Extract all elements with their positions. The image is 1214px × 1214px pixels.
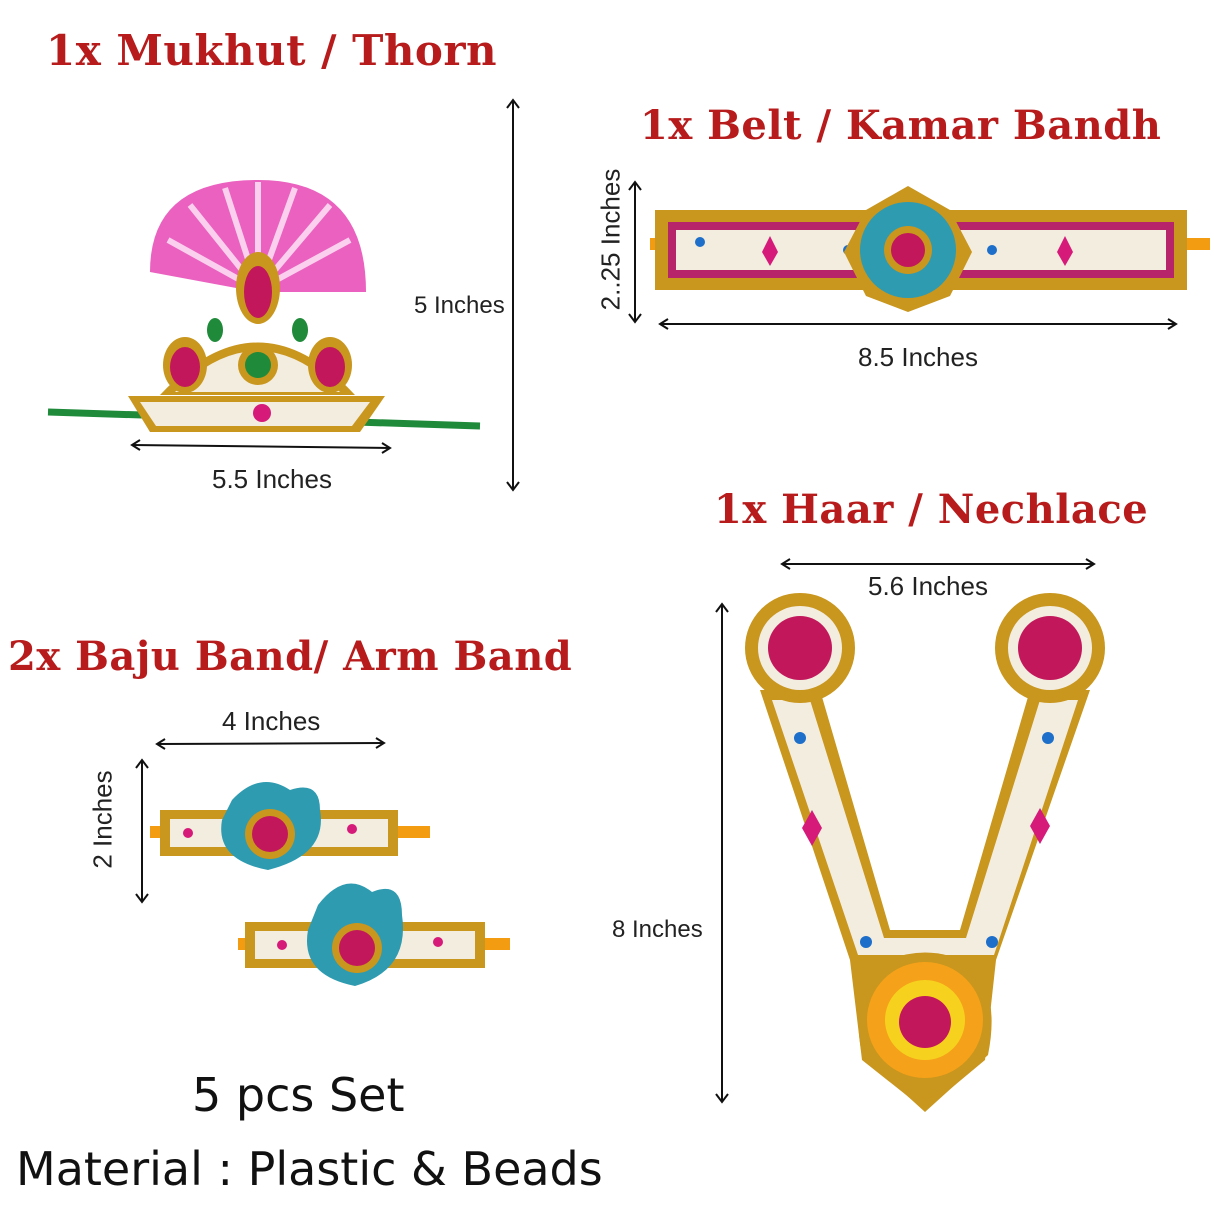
mukhut-height-arrow: [506, 98, 520, 492]
baju-height-arrow: [135, 758, 149, 904]
belt-height-arrow: [628, 180, 642, 324]
belt-width-arrow: [658, 318, 1178, 330]
baju-height-label: 2 Inches: [87, 770, 118, 869]
mukhut-width-arrow: [130, 439, 392, 454]
set-count-text: 5 pcs Set: [192, 1068, 405, 1122]
haar-title: 1x Haar / Nechlace: [714, 486, 1149, 533]
baju-width-label: 4 Inches: [222, 706, 321, 736]
mukhut-height-label: 5 Inches: [414, 292, 505, 319]
haar-width-arrow: [780, 558, 1096, 570]
baju-width-arrow: [155, 737, 386, 750]
haar-width-label: 5.6 Inches: [868, 571, 988, 601]
baju-band-image-1: [150, 782, 430, 870]
belt-height-label: 2..25 Inches: [595, 168, 626, 311]
material-text: Material : Plastic & Beads: [16, 1142, 603, 1196]
mukhut-title: 1x Mukhut / Thorn: [46, 26, 498, 75]
baju-title: 2x Baju Band/ Arm Band: [8, 633, 573, 680]
belt-title: 1x Belt / Kamar Bandh: [640, 102, 1162, 149]
baju-band-image-2: [238, 883, 510, 986]
mukhut-crown-image: [47, 180, 481, 432]
belt-width-label: 8.5 Inches: [858, 342, 978, 372]
haar-necklace-image: [745, 593, 1105, 1112]
haar-height-label: 8 Inches: [612, 916, 703, 943]
belt-image: [650, 186, 1210, 312]
haar-height-arrow: [715, 602, 729, 1104]
mukhut-width-label: 5.5 Inches: [212, 464, 332, 494]
